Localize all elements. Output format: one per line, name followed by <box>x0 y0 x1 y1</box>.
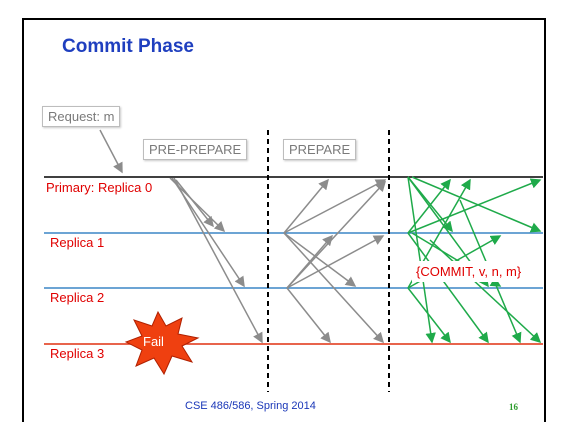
slide-title: Commit Phase <box>62 36 194 57</box>
replica-label-primary: Primary: Replica 0 <box>46 180 153 195</box>
commit-label: {COMMIT, v, n, m} <box>412 261 526 282</box>
replica-label-1: Replica 1 <box>50 235 105 250</box>
commit-arrows <box>407 176 542 344</box>
replica-label-3: Replica 3 <box>50 346 105 361</box>
fail-label: Fail <box>143 334 164 349</box>
page-number: 16 <box>509 402 518 412</box>
request-arrow <box>99 129 123 174</box>
pre-prepare-box: PRE-PREPARE <box>143 139 248 160</box>
request-box: Request: m <box>42 106 121 127</box>
fail-burst-icon <box>124 310 200 376</box>
replica-label-2: Replica 2 <box>50 290 105 305</box>
prepare-box: PREPARE <box>283 139 357 160</box>
slide-footer: CSE 486/586, Spring 2014 <box>185 400 316 412</box>
slide-frame <box>22 18 546 422</box>
prepare-arrows <box>283 178 387 344</box>
pre-prepare-arrows <box>169 177 263 344</box>
